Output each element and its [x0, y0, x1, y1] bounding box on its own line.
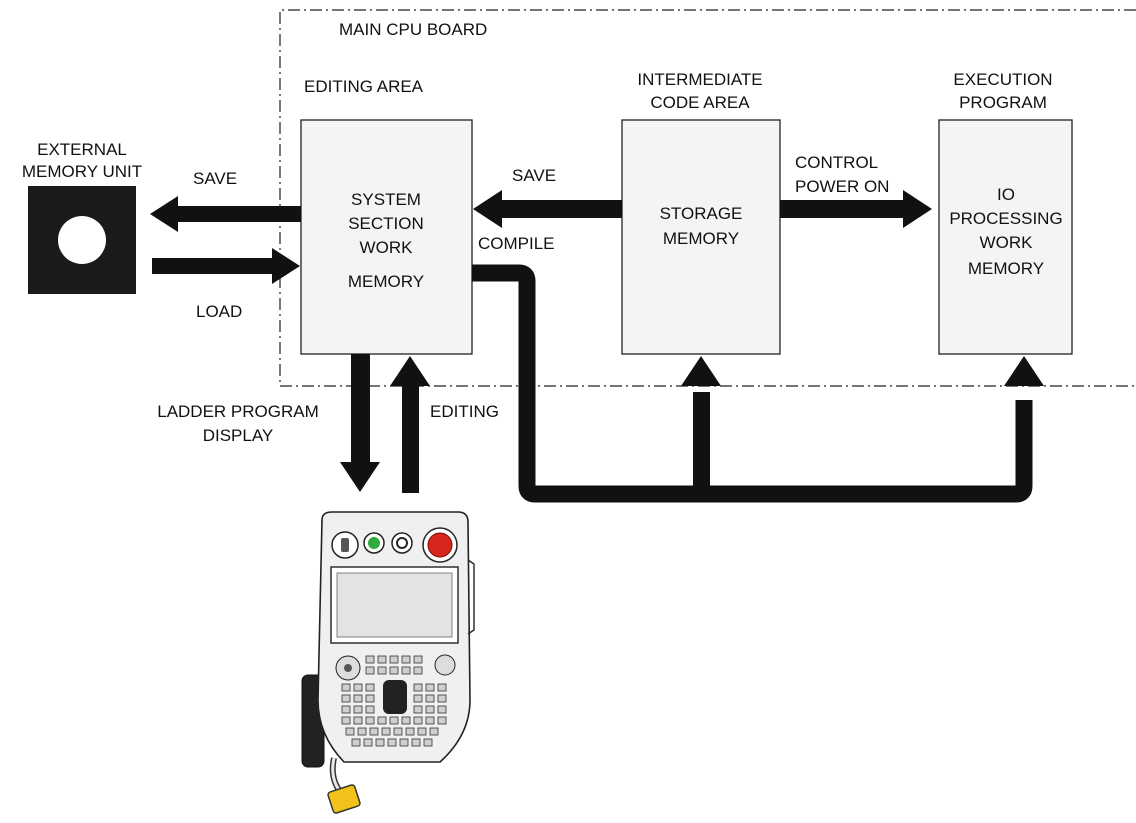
- execution-title-line1: EXECUTION: [953, 70, 1052, 89]
- editing-memory-line3: WORK: [360, 238, 414, 257]
- io-memory-line4: MEMORY: [968, 259, 1044, 278]
- control-power-on-line2: POWER ON: [795, 177, 889, 196]
- ladder-display-line2: DISPLAY: [203, 426, 274, 445]
- teach-pendant-icon: [301, 511, 475, 814]
- intermediate-title-line1: INTERMEDIATE: [637, 70, 762, 89]
- main-cpu-board-title: MAIN CPU BOARD: [339, 20, 487, 39]
- editing-memory-line4: MEMORY: [348, 272, 424, 291]
- compile-arrowhead-storage: [681, 356, 721, 386]
- io-memory-line2: PROCESSING: [949, 209, 1062, 228]
- control-power-on-line1: CONTROL: [795, 153, 878, 172]
- editing-arrow: [390, 356, 430, 493]
- save-intermediate-label: SAVE: [512, 166, 556, 185]
- io-memory-box: [938, 119, 1073, 355]
- io-memory-line3: WORK: [980, 233, 1034, 252]
- compile-bus-line: [472, 264, 1033, 503]
- control-power-on-arrow: [780, 190, 932, 228]
- storage-memory-line1: STORAGE: [660, 204, 743, 223]
- load-arrow: [152, 248, 300, 284]
- compile-label: COMPILE: [478, 234, 555, 253]
- ladder-display-line1: LADDER PROGRAM: [157, 402, 319, 421]
- editing-memory-line2: SECTION: [348, 214, 424, 233]
- save-to-editing-arrow: [473, 190, 622, 228]
- editing-area-title: EDITING AREA: [304, 77, 424, 96]
- save-external-label: SAVE: [193, 169, 237, 188]
- storage-memory-box: [621, 119, 781, 355]
- compile-branch-storage: [693, 392, 710, 496]
- editing-memory-line1: SYSTEM: [351, 190, 421, 209]
- external-memory-title-line1: EXTERNAL: [37, 140, 127, 159]
- external-memory-title-line2: MEMORY UNIT: [22, 162, 142, 181]
- compile-arrowhead-io: [1004, 356, 1044, 386]
- editing-memory-box: [300, 119, 473, 355]
- io-memory-line1: IO: [997, 185, 1015, 204]
- execution-title-line2: PROGRAM: [959, 93, 1047, 112]
- save-to-external-arrow: [150, 196, 301, 232]
- memory-card-icon: [28, 186, 136, 294]
- editing-label: EDITING: [430, 402, 499, 421]
- ladder-display-arrow: [340, 354, 380, 492]
- storage-memory-line2: MEMORY: [663, 229, 739, 248]
- intermediate-title-line2: CODE AREA: [650, 93, 750, 112]
- load-label: LOAD: [196, 302, 242, 321]
